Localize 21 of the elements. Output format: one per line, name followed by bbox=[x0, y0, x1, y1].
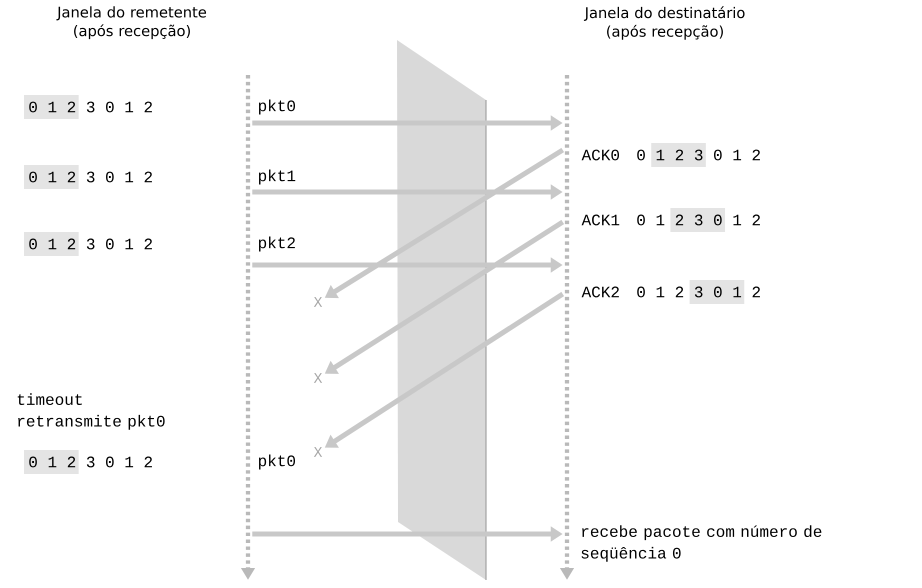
note-text: recebe pacote com número de seqüência 0 bbox=[582, 525, 822, 562]
column-heading: Janela do remetente (após recepção) bbox=[56, 6, 206, 40]
note-text: timeout retransmite pkt0 bbox=[18, 393, 165, 430]
edge-label: pkt2 bbox=[256, 235, 298, 253]
loss-mark: X bbox=[314, 297, 322, 307]
sequence-window: 0 1 2 3 0 1 2 bbox=[24, 450, 152, 474]
sequence-window: 0 1 2 3 0 1 2 bbox=[637, 208, 760, 232]
edge-label: ACK2 bbox=[580, 285, 622, 299]
sequence-window: 0 1 2 3 0 1 2 bbox=[637, 143, 760, 167]
edge-label: pkt1 bbox=[256, 168, 298, 186]
sequence-window: 0 1 2 3 0 1 2 bbox=[24, 95, 152, 119]
sequence-window: 0 1 2 3 0 1 2 bbox=[637, 280, 760, 304]
column-heading: Janela do destinatário (após recepção) bbox=[584, 6, 745, 40]
sequence-window: 0 1 2 3 0 1 2 bbox=[24, 232, 152, 256]
edge-label: pkt0 bbox=[256, 453, 298, 471]
loss-mark: X bbox=[314, 373, 322, 383]
edge-label: ACK1 bbox=[580, 213, 622, 227]
edge-label: pkt0 bbox=[256, 98, 298, 116]
sequence-window: 0 1 2 3 0 1 2 bbox=[24, 165, 152, 189]
edge-label: ACK0 bbox=[580, 148, 622, 162]
loss-mark: X bbox=[314, 447, 322, 457]
